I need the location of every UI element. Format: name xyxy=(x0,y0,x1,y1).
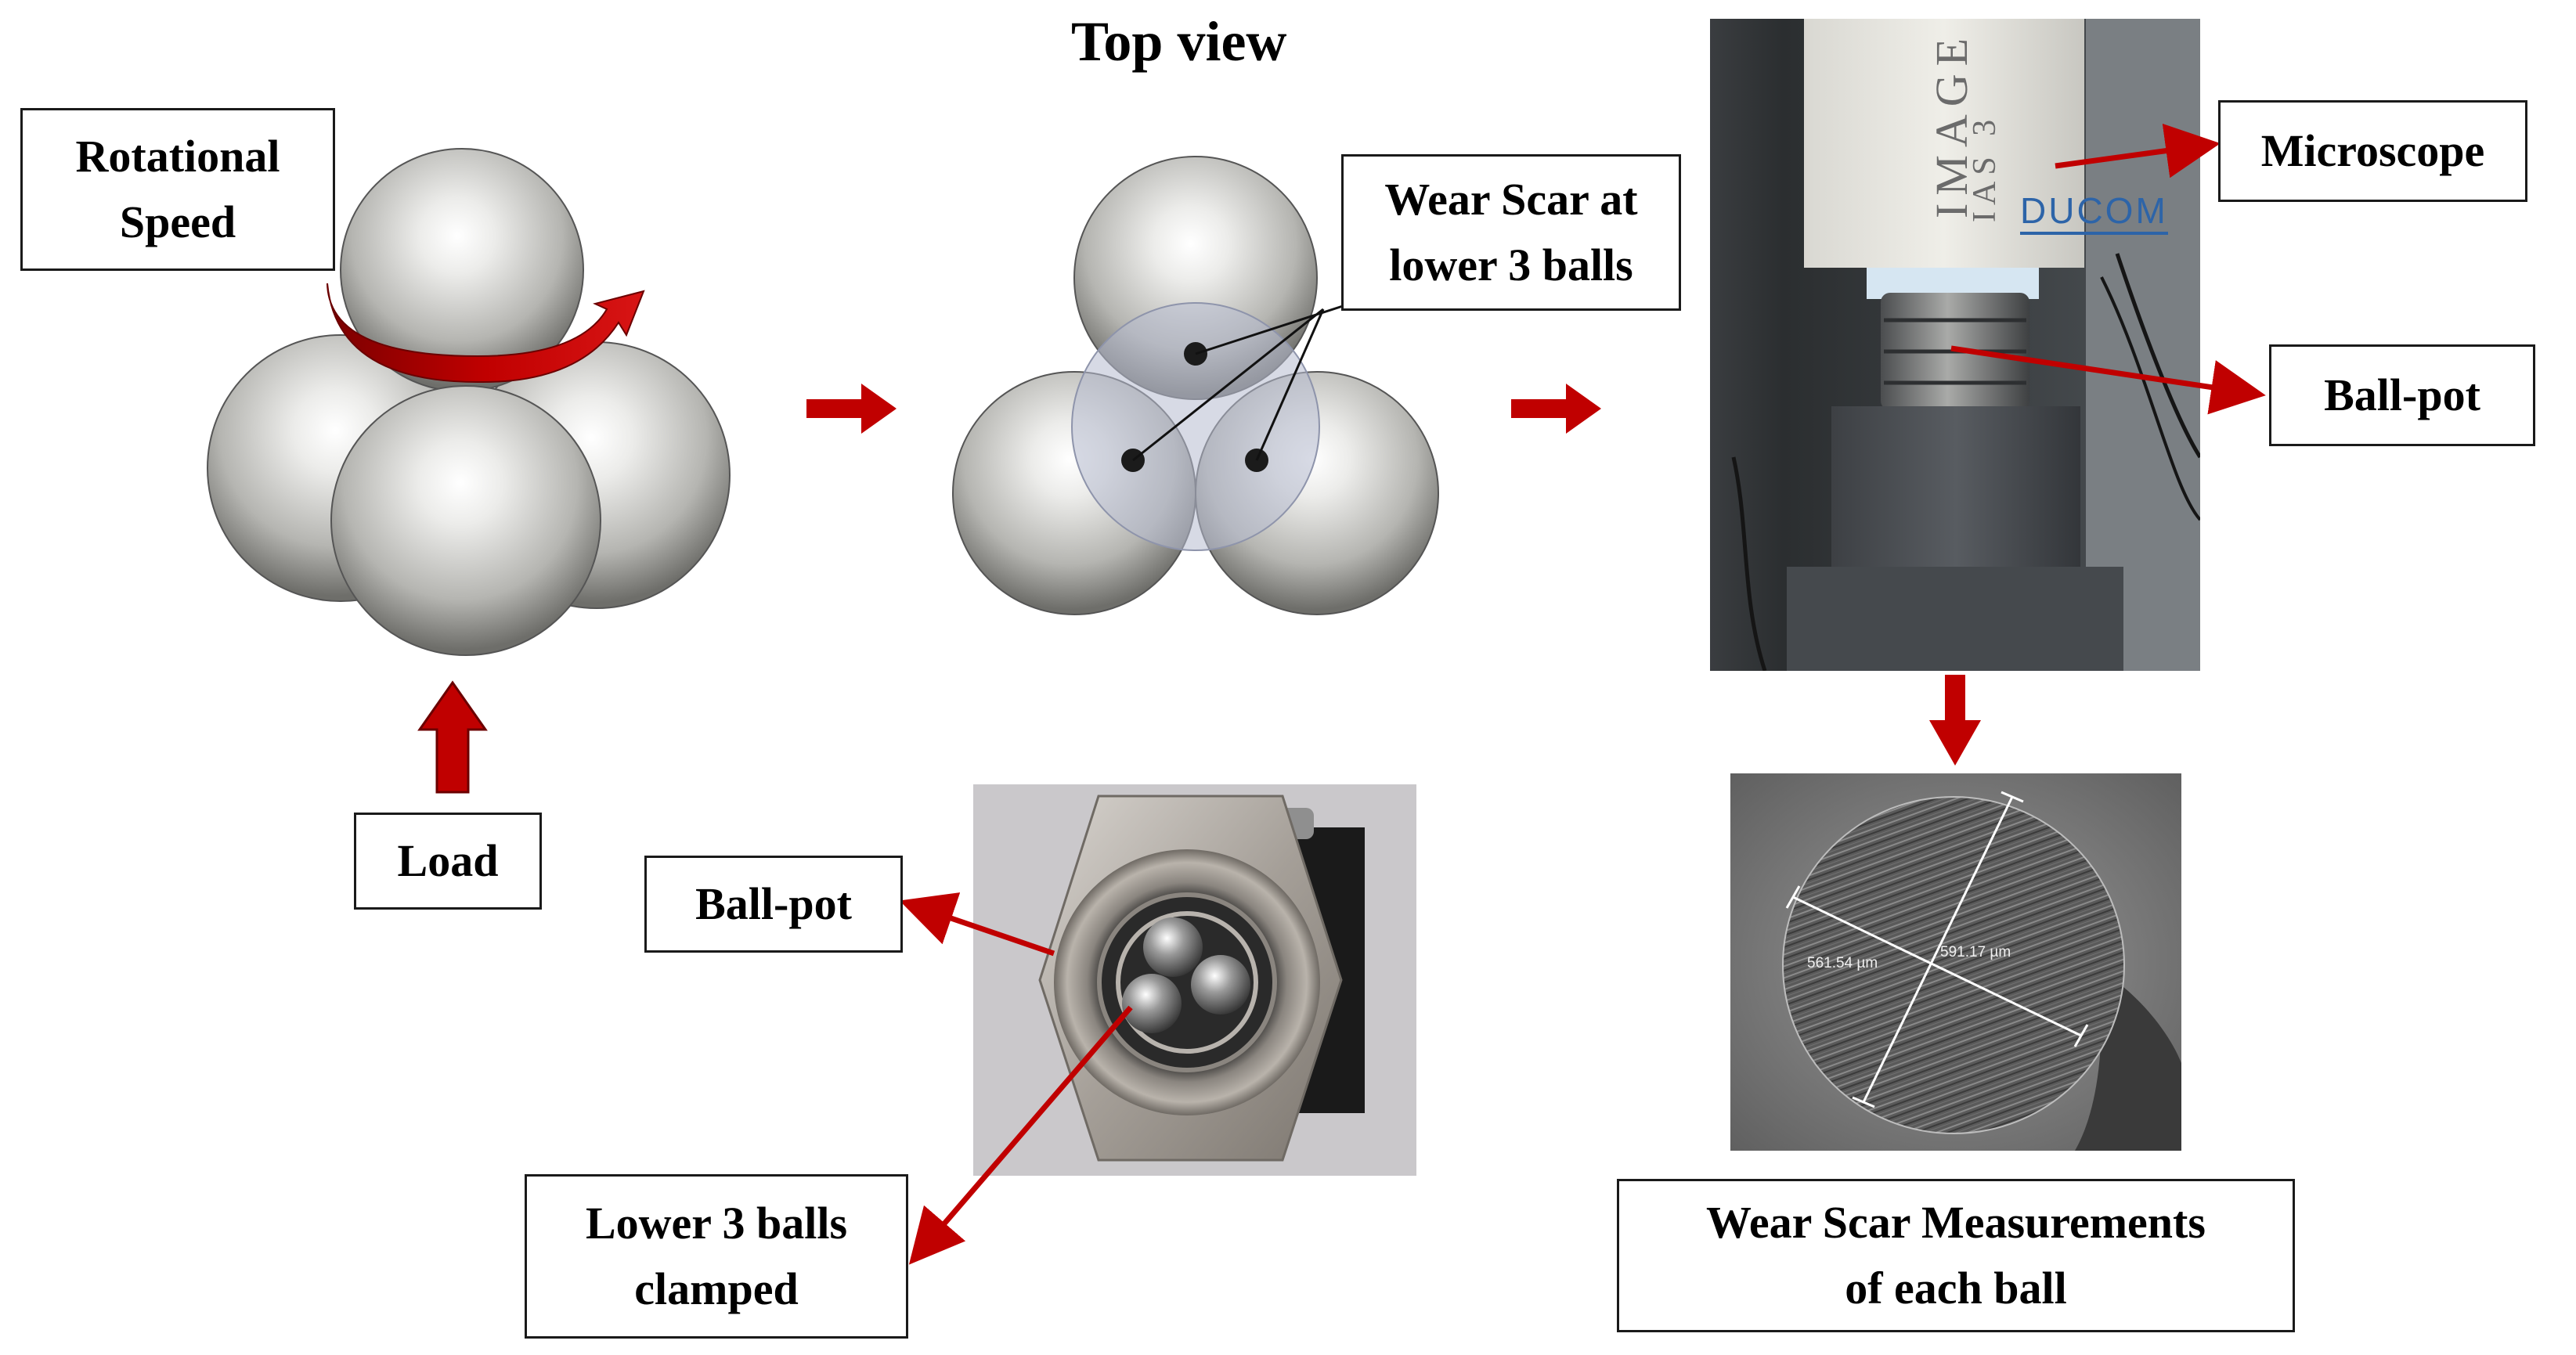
vertical-measurement-label: 591.17 µm xyxy=(1940,944,2011,960)
rotational-speed-label: Rotational Speed xyxy=(20,108,335,271)
ball-pot-illustration xyxy=(973,784,1416,1176)
ball-pot-photo xyxy=(973,784,1416,1176)
stage-block-base xyxy=(1787,567,2123,671)
top-view-balls xyxy=(952,156,1439,615)
rotational-speed-line-2: Speed xyxy=(119,196,236,247)
four-ball-stack xyxy=(207,148,731,656)
microscope-photo: IMAGE ACQ IAS 3 DUCOM xyxy=(1710,19,2200,671)
wear-scar-leader-3 xyxy=(1255,308,1325,461)
rotation-arrow xyxy=(327,283,645,384)
wear-scar-area xyxy=(1782,796,2125,1134)
clamped-ball-1 xyxy=(1143,917,1203,977)
lower-balls-clamped-line-1: Lower 3 balls xyxy=(585,1198,848,1249)
flow-arrow-2 xyxy=(1511,384,1601,434)
microscope-label-text: Microscope xyxy=(2260,125,2485,176)
flow-arrow-down xyxy=(1929,675,1981,766)
horizontal-measurement-label: 561.54 µm xyxy=(1807,955,1878,971)
ball-pot-right-label-text: Ball-pot xyxy=(2324,369,2480,420)
wear-scar-image xyxy=(1730,773,2181,1151)
lower-ball-front xyxy=(330,385,601,656)
wear-scar-measurements-line-2: of each ball xyxy=(1845,1263,2067,1314)
load-label: Load xyxy=(354,813,542,910)
ball-pot-left-label-text: Ball-pot xyxy=(695,878,852,929)
microscope-housing xyxy=(1804,19,2084,268)
clamped-ball-3 xyxy=(1122,974,1182,1033)
load-arrow xyxy=(417,680,488,794)
lower-balls-clamped-label: Lower 3 balls clamped xyxy=(525,1174,908,1339)
horizontal-measure-line xyxy=(1792,896,2082,1037)
wear-scar-measurements-label: Wear Scar Measurements of each ball xyxy=(1617,1179,2295,1332)
wear-scar-micrograph: 561.54 µm 591.17 µm xyxy=(1730,773,2181,1151)
microscope-brand-text: IMAGE ACQ IAS 3 xyxy=(1871,19,2019,238)
vertical-measure-cap-1 xyxy=(2001,791,2024,803)
wear-scar-lower-label: Wear Scar at lower 3 balls xyxy=(1341,154,1681,311)
vertical-measure-cap-2 xyxy=(1852,1096,1875,1108)
wear-scar-measurements-line-1: Wear Scar Measurements xyxy=(1706,1197,2206,1248)
ball-pot-left-label: Ball-pot xyxy=(644,856,903,953)
ducom-logo: DUCOM xyxy=(2020,189,2168,235)
clamped-ball-2 xyxy=(1191,955,1250,1014)
flow-arrow-1 xyxy=(806,384,897,434)
vertical-measure-line xyxy=(1862,796,2014,1103)
horizontal-measure-cap-1 xyxy=(1785,885,1801,909)
microscope-label: Microscope xyxy=(2218,100,2527,202)
lower-balls-clamped-line-2: clamped xyxy=(634,1263,799,1314)
wear-scar-leader-2 xyxy=(1132,308,1324,462)
stage-block-top xyxy=(1831,406,2080,575)
microscope-illustration xyxy=(1710,19,2200,671)
clamp-ring xyxy=(1116,911,1258,1054)
brand-line-2: IAS 3 xyxy=(1967,113,2003,222)
cable-2 xyxy=(2100,276,2200,521)
cable-3 xyxy=(1731,456,1767,671)
top-view-center-ball-transparent xyxy=(1071,302,1320,551)
ball-pot-right-label: Ball-pot xyxy=(2269,344,2535,446)
top-view-heading: Top view xyxy=(1071,10,1287,73)
wear-scar-lower-line-2: lower 3 balls xyxy=(1389,240,1633,290)
rotational-speed-line-1: Rotational xyxy=(75,131,280,182)
horizontal-measure-cap-2 xyxy=(2073,1024,2089,1047)
wear-scar-lower-line-1: Wear Scar at xyxy=(1384,174,1638,225)
load-label-text: Load xyxy=(397,835,499,886)
